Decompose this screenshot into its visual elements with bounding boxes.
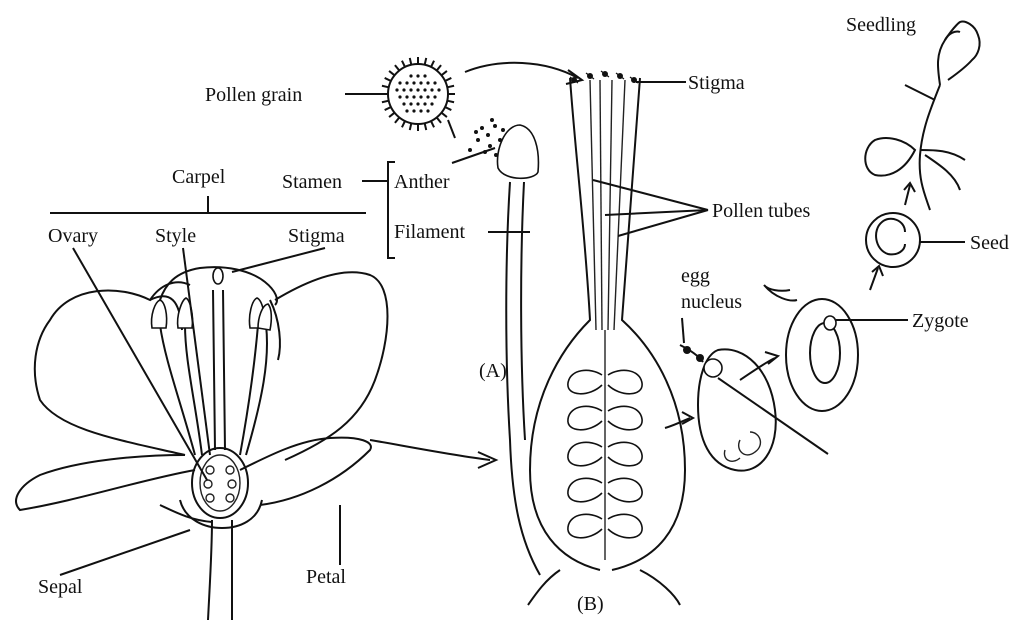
ovary-label: Ovary: [48, 225, 98, 247]
zygote-label: Zygote: [912, 310, 969, 332]
seed-label: Seed: [970, 232, 1009, 254]
stamen-label: Stamen: [282, 171, 342, 193]
stigma-left-label: Stigma: [288, 225, 345, 247]
filament-label: Filament: [394, 221, 465, 243]
pollen-tubes-label: Pollen tubes: [712, 200, 810, 222]
stigma-top-label: Stigma: [688, 72, 745, 94]
seedling-illustration: [865, 22, 979, 210]
seedling-label: Seedling: [846, 14, 916, 36]
pollen-grain-label: Pollen grain: [205, 84, 302, 106]
petal-label: Petal: [306, 566, 346, 588]
zygote-illustration: [764, 285, 858, 411]
seed-illustration: [866, 213, 920, 267]
stamen-illustration: [497, 125, 540, 575]
label-b: (B): [577, 593, 604, 615]
label-a: (A): [479, 360, 507, 382]
style-label: Style: [155, 225, 196, 247]
carpel-label: Carpel: [172, 166, 225, 188]
anther-label: Anther: [394, 171, 450, 193]
sepal-label: Sepal: [38, 576, 82, 598]
nucleus-label: nucleus: [681, 291, 742, 313]
pollen-grain-illustration: [381, 57, 455, 131]
pistil-illustration: [528, 71, 685, 605]
egg-label: egg: [681, 265, 710, 287]
